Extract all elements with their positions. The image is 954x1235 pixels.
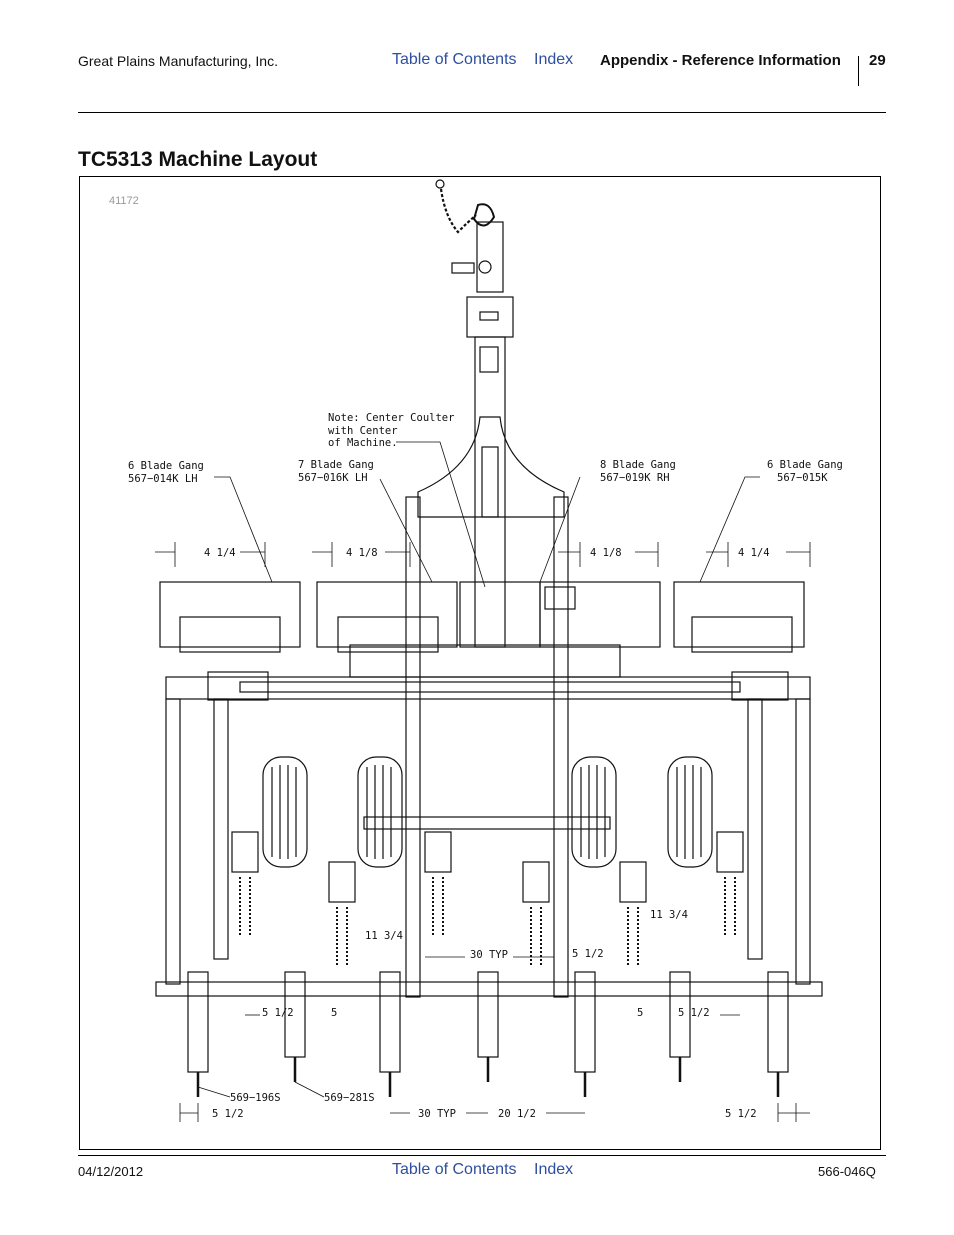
header-rule	[78, 112, 886, 113]
part-569-196s: 569−196S	[230, 1092, 281, 1104]
page-title: TC5313 Machine Layout	[78, 148, 318, 171]
gang-3-part: 567−019K RH	[600, 472, 670, 484]
shank-springs	[231, 831, 744, 967]
dim-30-typ-lower: 30 TYP	[418, 1108, 456, 1120]
dim-4-1-8-right: 4 1/8	[590, 547, 622, 559]
footer-doc-number: 566-046Q	[818, 1164, 876, 1179]
gang-1-part: 567−014K LH	[128, 473, 198, 485]
shanks	[187, 971, 789, 1097]
dim-11-3-4-right: 11 3/4	[650, 909, 688, 921]
dim-30-typ-upper: 30 TYP	[470, 949, 508, 961]
header-company: Great Plains Manufacturing, Inc.	[78, 53, 278, 69]
footer-toc-link[interactable]: Table of Contents	[392, 1161, 517, 1178]
dim-5-1-2-left: 5 1/2	[262, 1007, 294, 1019]
header-index-link[interactable]: Index	[534, 51, 574, 68]
gang-1-name: 6 Blade Gang	[128, 460, 204, 472]
hitch-chain	[435, 179, 496, 234]
gang-2-part: 567−016K LH	[298, 472, 368, 484]
note-line-1: Note: Center Coulter	[328, 412, 454, 424]
center-plate	[417, 416, 565, 518]
dim-11-3-4-left: 11 3/4	[365, 930, 403, 942]
footer-date: 04/12/2012	[78, 1164, 144, 1179]
dim-4-1-4-left: 4 1/4	[204, 547, 236, 559]
dim-20-1-2: 20 1/2	[498, 1108, 536, 1120]
gang-2-name: 7 Blade Gang	[298, 459, 374, 471]
gang-3-name: 8 Blade Gang	[600, 459, 676, 471]
note-line-2: with Center	[328, 425, 398, 437]
dim-5-1-2-center: 5 1/2	[572, 948, 604, 960]
header-section-title: Appendix - Reference Information	[600, 52, 841, 69]
note-line-3: of Machine.	[328, 437, 398, 449]
header-toc-link[interactable]: Table of Contents	[392, 51, 517, 68]
center-note: Note: Center Coulter with Center of Mach…	[328, 412, 486, 588]
dim-5-1-2-bottom-left: 5 1/2	[212, 1108, 244, 1120]
dim-5-1-2-right: 5 1/2	[678, 1007, 710, 1019]
coulter-gangs	[159, 581, 805, 678]
dim-4-1-8-left: 4 1/8	[346, 547, 378, 559]
dim-5-left: 5	[331, 1007, 337, 1019]
main-frame	[155, 496, 823, 998]
machine-layout-figure: 41172 Note: Center Coulter with Center o…	[79, 176, 881, 1150]
gang-4-part: 567−015K	[777, 472, 828, 484]
machine-drawing: Note: Center Coulter with Center of Mach…	[128, 179, 843, 1122]
dim-5-right: 5	[637, 1007, 643, 1019]
header-divider	[858, 56, 859, 86]
wheels	[262, 756, 713, 868]
lower-dimensions: 11 3/4 11 3/4 30 TYP 5 1/2 5 1/2 5 5 5 1…	[179, 909, 810, 1122]
gang-labels: 6 Blade Gang 567−014K LH 7 Blade Gang 56…	[128, 459, 843, 583]
figure-id: 41172	[109, 195, 139, 207]
part-569-281s: 569−281S	[324, 1092, 375, 1104]
footer-index-link[interactable]: Index	[534, 1161, 574, 1178]
page-number: 29	[869, 52, 886, 69]
dim-5-1-2-bottom-right: 5 1/2	[725, 1108, 757, 1120]
top-dimensions: 4 1/4 4 1/8 4 1/8 4 1/4	[155, 542, 811, 567]
gang-4-name: 6 Blade Gang	[767, 459, 843, 471]
dim-4-1-4-right: 4 1/4	[738, 547, 770, 559]
footer-rule	[78, 1155, 886, 1156]
